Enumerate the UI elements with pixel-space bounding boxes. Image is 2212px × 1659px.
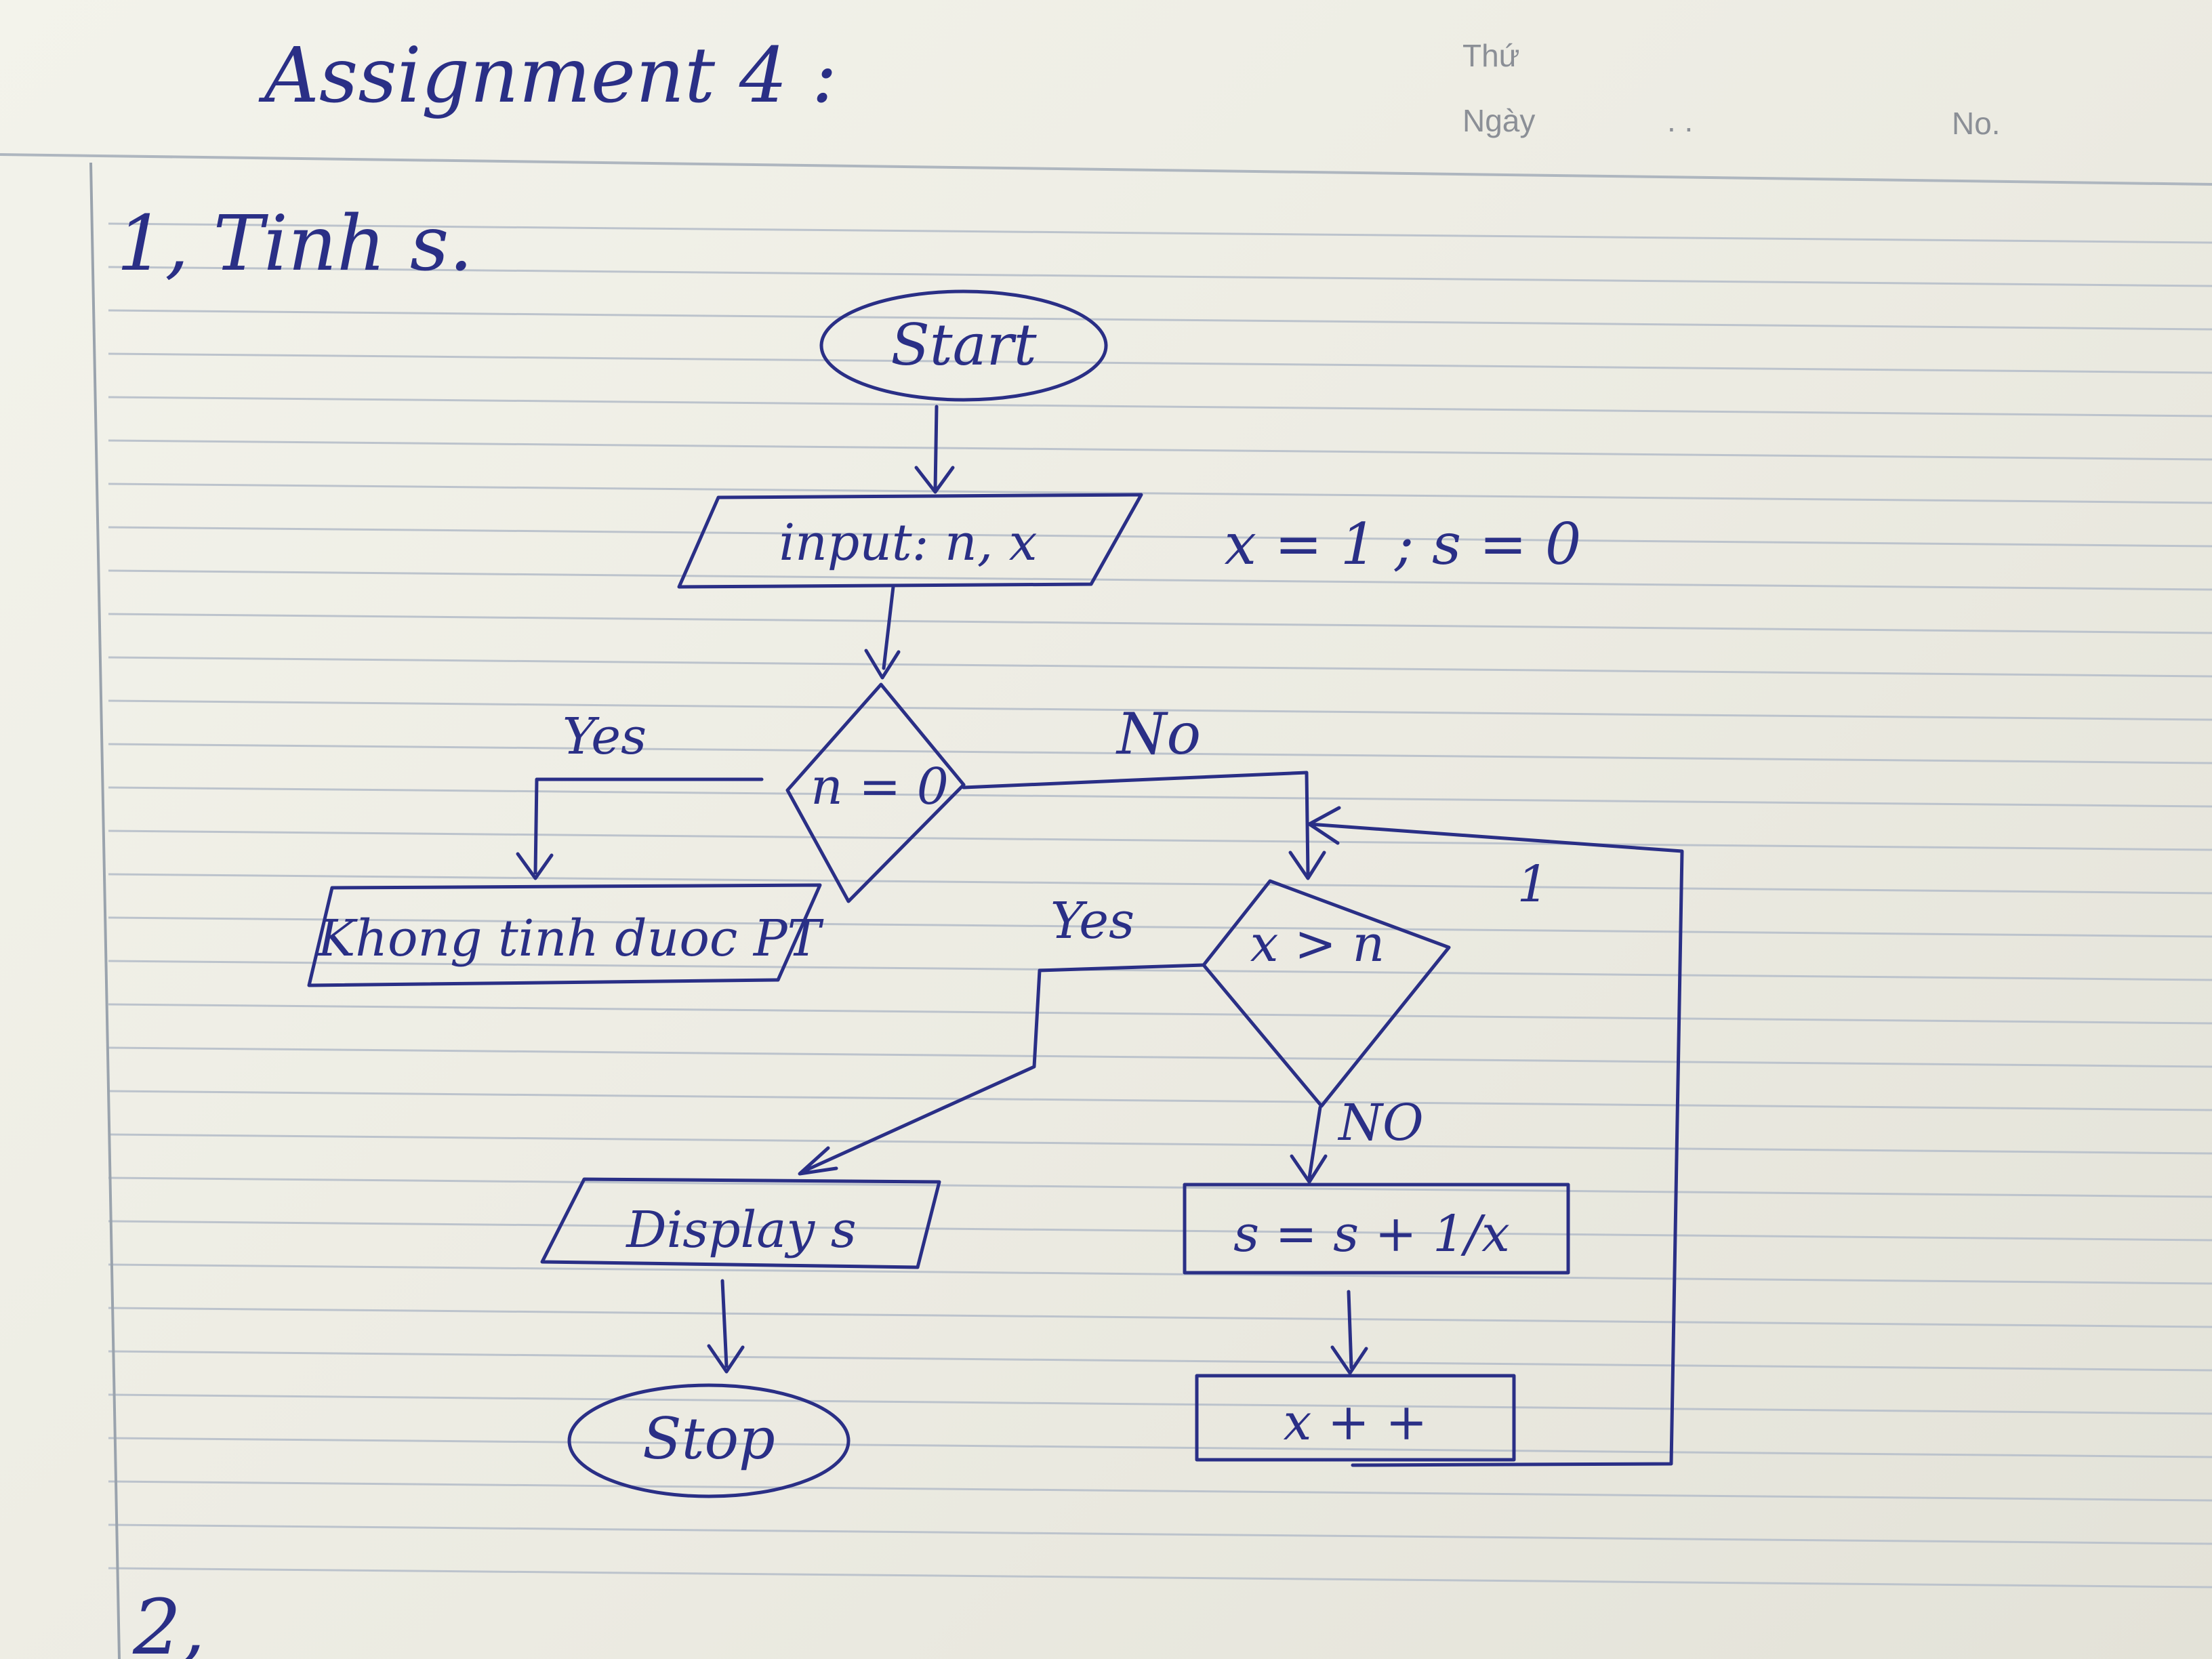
no1-label: No [1115, 701, 1201, 767]
start-terminal [819, 289, 1108, 402]
arrow-display-to-stop [707, 1279, 745, 1374]
no-branch-line [962, 771, 1326, 880]
ruled-line [108, 613, 2212, 634]
assignment-title: Assignment 4 : [258, 32, 837, 120]
display-label: Display s [625, 1201, 856, 1259]
decision2-label: x > n [1250, 915, 1385, 973]
decision1-label: n = 0 [811, 758, 949, 816]
display-output-parallelogram [540, 1177, 941, 1269]
arrow-start-to-input [914, 405, 955, 494]
increment-process-box [1195, 1374, 1516, 1462]
compute-process-box [1183, 1183, 1570, 1275]
loop-back-line [1307, 806, 1684, 1467]
stop-label: Stop [642, 1406, 775, 1472]
start-label: Start [890, 312, 1037, 378]
ruled-line [108, 1046, 2212, 1068]
ruled-line [108, 656, 2212, 678]
margin-line [89, 162, 121, 1659]
ruled-line [108, 1350, 2212, 1372]
ruled-line [108, 1090, 2212, 1111]
ruled-line [108, 1176, 2212, 1198]
ruled-lines [108, 222, 2212, 1589]
arrow-input-to-decision1 [864, 585, 901, 680]
ruled-line [108, 960, 2212, 981]
ruled-line [108, 1220, 2212, 1242]
ruled-line [108, 786, 2212, 808]
ruled-line [108, 396, 2212, 417]
decision-x-greater-n [1202, 879, 1451, 1108]
yes2-branch-line [798, 963, 1206, 1176]
ruled-line [108, 483, 2212, 504]
init-note: x = 1 ; s = 0 [1225, 511, 1582, 577]
input-label: input: n, x [779, 514, 1038, 572]
ruled-line [108, 1003, 2212, 1025]
yes1-label: Yes [562, 708, 647, 766]
ruled-line [108, 830, 2212, 851]
ruled-line [108, 352, 2212, 374]
ruled-line [108, 439, 2212, 461]
ruled-line [108, 1437, 2212, 1458]
no2-branch-line [1290, 1105, 1328, 1184]
ruled-line [108, 526, 2212, 548]
ruled-line [108, 699, 2212, 721]
ruled-line [108, 916, 2212, 938]
ruled-line [108, 1307, 2212, 1328]
ruled-line [108, 1133, 2212, 1155]
compute-label: s = s + 1/x [1233, 1205, 1510, 1263]
error-output-label: Khong tinh duoc PT [316, 909, 824, 968]
thu-label: Thứ [1462, 38, 1519, 73]
ngay-label: Ngày [1462, 103, 1535, 138]
error-output-parallelogram [307, 883, 822, 987]
ruled-line [108, 309, 2212, 331]
header-divider-line [0, 153, 2212, 186]
increment-label: x + + [1284, 1393, 1428, 1452]
ruled-line [108, 1523, 2212, 1545]
question-1-label: 1, Tinh s. [117, 200, 473, 288]
ruled-line [108, 266, 2212, 287]
input-parallelogram [677, 493, 1143, 589]
ruled-line [108, 1480, 2212, 1502]
ruled-line [108, 873, 2212, 895]
yes2-label: Yes [1050, 892, 1134, 950]
decision-n-equals-0 [785, 682, 966, 903]
loop-mark: 1 [1517, 855, 1549, 914]
date-dots: . . [1667, 103, 1693, 138]
ruled-line [108, 743, 2212, 764]
ruled-line [108, 569, 2212, 591]
arrow-compute-to-increment [1330, 1290, 1368, 1375]
yes-branch-line [516, 777, 764, 880]
ruled-line [108, 222, 2212, 244]
no2-label: NO [1337, 1094, 1423, 1152]
stop-terminal [567, 1383, 851, 1498]
ruled-line [108, 1263, 2212, 1285]
no-label: No. [1952, 106, 2001, 141]
ruled-line [108, 1567, 2212, 1589]
question-2-label: 2, [132, 1584, 205, 1659]
ruled-line [108, 1393, 2212, 1415]
flowchart: Start input: n, x x = 1 ; s = 0 n = 0 Ye… [307, 289, 1684, 1498]
